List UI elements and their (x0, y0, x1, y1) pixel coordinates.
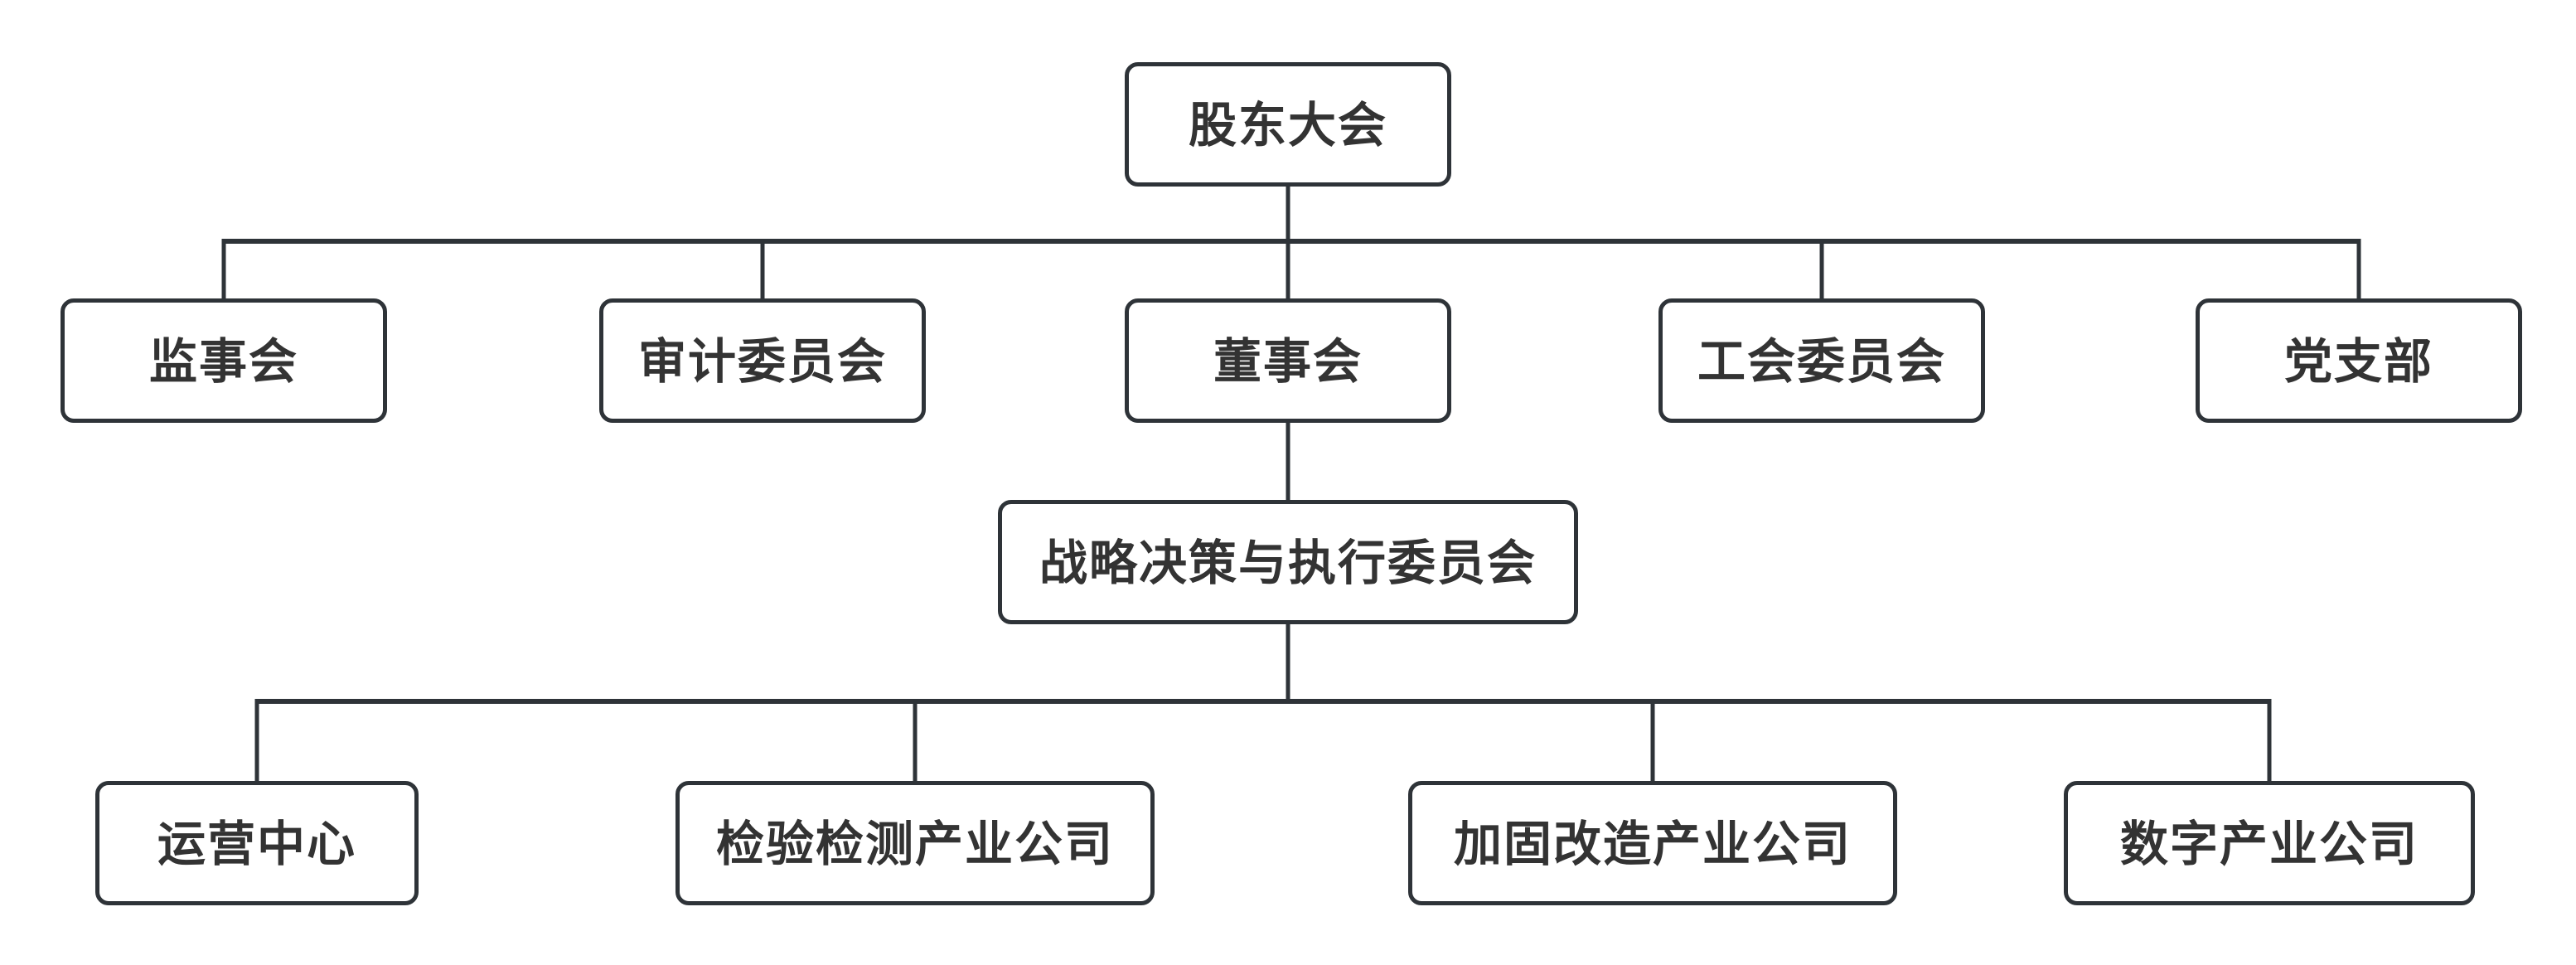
org-node-inspection-testing-company-label: 检验检测产业公司 (715, 816, 1114, 872)
org-node-audit-committee-label: 审计委员会 (637, 333, 887, 390)
org-node-union-committee-label: 工会委员会 (1697, 333, 1946, 390)
org-node-digital-industry-company-label: 数字产业公司 (2119, 816, 2419, 872)
org-node-supervisory-board-label: 监事会 (148, 333, 298, 390)
org-node-shareholders-meeting: 股东大会 (1125, 62, 1451, 187)
org-node-shareholders-meeting-label: 股东大会 (1188, 97, 1387, 153)
org-node-strategy-committee-label: 战略决策与执行委员会 (1039, 535, 1537, 591)
org-node-operations-center-label: 运营中心 (157, 816, 356, 872)
org-node-board-of-directors-label: 董事会 (1213, 333, 1363, 390)
org-node-board-of-directors: 董事会 (1125, 298, 1451, 423)
org-node-party-branch: 党支部 (2196, 298, 2522, 423)
org-node-operations-center: 运营中心 (95, 781, 419, 905)
org-node-audit-committee: 审计委员会 (599, 298, 926, 423)
org-node-party-branch-label: 党支部 (2283, 333, 2433, 390)
org-node-strategy-committee: 战略决策与执行委员会 (998, 500, 1578, 624)
org-node-union-committee: 工会委员会 (1658, 298, 1985, 423)
org-node-supervisory-board: 监事会 (61, 298, 387, 423)
org-node-inspection-testing-company: 检验检测产业公司 (675, 781, 1155, 905)
org-node-digital-industry-company: 数字产业公司 (2064, 781, 2475, 905)
org-node-reinforcement-renovation-company: 加固改造产业公司 (1408, 781, 1897, 905)
org-node-reinforcement-renovation-company-label: 加固改造产业公司 (1453, 816, 1852, 872)
